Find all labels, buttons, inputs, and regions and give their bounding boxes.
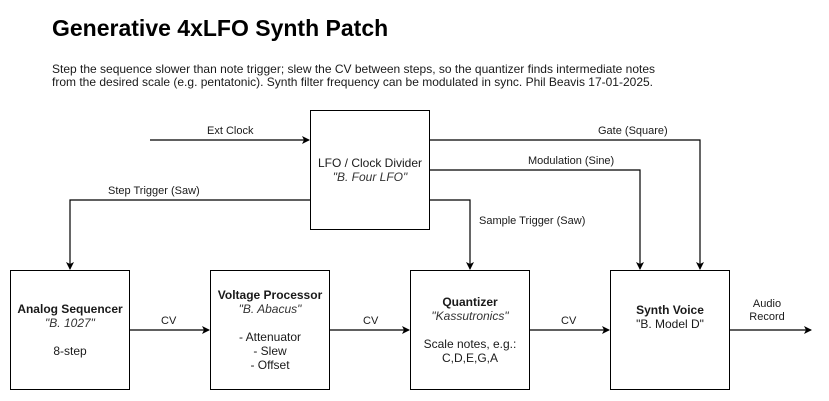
node-model: "Kassutronics" [431, 309, 509, 323]
cv-label-3: CV [561, 315, 577, 327]
analog-sequencer-node[interactable]: Analog Sequencer "B. 1027" 8-step [10, 270, 130, 390]
cv-label-2: CV [363, 315, 379, 327]
gate-wire [430, 139, 704, 270]
cv-label-1: CV [161, 315, 177, 327]
modulation-label: Modulation (Sine) [528, 155, 615, 167]
audio-record-label: Audio Record [745, 298, 789, 324]
node-note: - Offset [250, 358, 290, 372]
node-name: LFO / Clock Divider [317, 156, 423, 170]
lfo-clock-divider-node[interactable]: LFO / Clock Divider "B. Four LFO" [310, 110, 430, 230]
description: Step the sequence slower than note trigg… [52, 63, 655, 89]
node-name: Quantizer [442, 295, 498, 309]
node-model: "B. Four LFO" [332, 170, 408, 184]
node-note: Scale notes, e.g.: [423, 337, 517, 351]
page-title: Generative 4xLFO Synth Patch [52, 15, 389, 41]
ext-clock-label: Ext Clock [207, 125, 254, 137]
sample-trigger-label: Sample Trigger (Saw) [479, 215, 586, 227]
node-model: "B. Abacus" [238, 302, 302, 316]
audio-label-line: Audio [752, 298, 782, 310]
sample-trigger-wire [430, 199, 474, 270]
node-model: "B. 1027" [45, 316, 95, 330]
node-note: - Attenuator [238, 330, 302, 344]
description-line: from the desired scale (e.g. pentatonic)… [52, 75, 653, 89]
node-name: Voltage Processor [217, 288, 323, 302]
node-note: - Slew [253, 344, 287, 358]
node-note: 8-step [53, 344, 87, 358]
step-trigger-wire [66, 199, 310, 270]
node-name: Analog Sequencer [17, 302, 123, 316]
synth-voice-node[interactable]: Synth Voice "B. Model D" [610, 270, 730, 390]
gate-label: Gate (Square) [598, 125, 668, 137]
modulation-wire [430, 169, 644, 270]
record-label-line: Record [749, 311, 785, 323]
node-name: Synth Voice [636, 303, 704, 317]
description-line: Step the sequence slower than note trigg… [52, 62, 656, 76]
step-trigger-label: Step Trigger (Saw) [108, 185, 200, 197]
node-model: "B. Model D" [636, 317, 704, 331]
voltage-processor-node[interactable]: Voltage Processor "B. Abacus" - Attenuat… [210, 270, 330, 390]
node-note: C,D,E,G,A [441, 351, 498, 365]
quantizer-node[interactable]: Quantizer "Kassutronics" Scale notes, e.… [410, 270, 530, 390]
